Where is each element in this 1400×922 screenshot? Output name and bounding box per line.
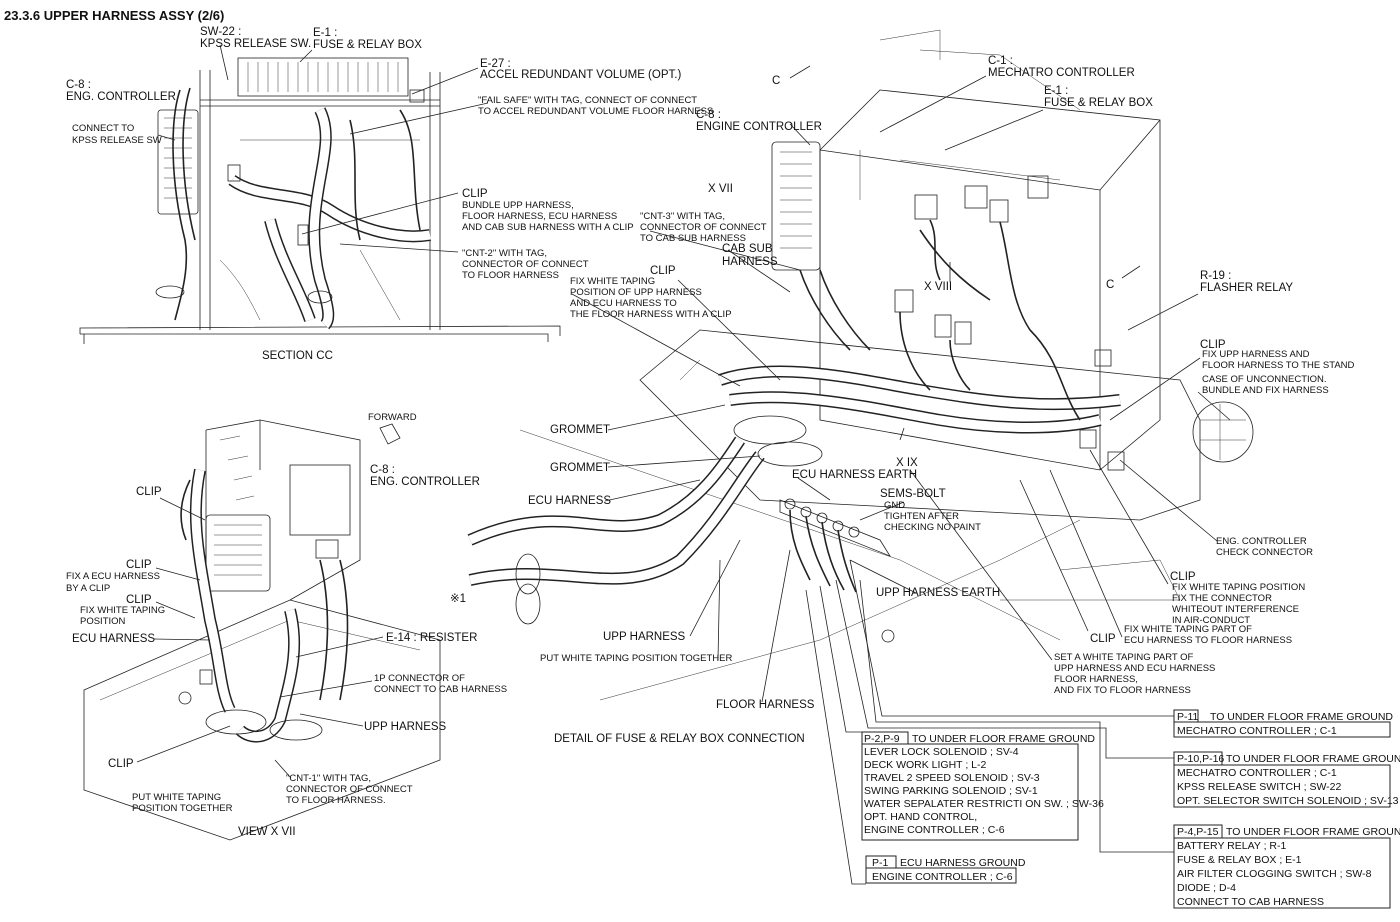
xvii-label-c8: C-8 :ENG. CONTROLLER <box>370 464 480 488</box>
xvii-label-clip-4: CLIP <box>108 758 134 770</box>
detail-label-r19: R-19 :FLASHER RELAY <box>1200 270 1293 294</box>
cc-label-fail-safe: "FAIL SAFE" WITH TAG, CONNECT OF CONNECT… <box>478 95 713 117</box>
ground-item: BATTERY RELAY ; R-1 <box>1177 840 1286 852</box>
ground-item: ENGINE CONTROLLER ; C-6 <box>872 871 1013 883</box>
view-mark-xix: X IX <box>896 457 918 469</box>
ground-heading: TO UNDER FLOOR FRAME GROUND <box>912 733 1095 745</box>
cc-label-c8: C-8 :ENG. CONTROLLER <box>66 79 176 103</box>
xvii-label-clip-2: CLIP <box>126 559 152 571</box>
detail-label-clip-1: CLIP <box>650 265 676 277</box>
ground-item: WATER SEPALATER RESTRICTI ON SW. ; SW-36 <box>864 798 1104 810</box>
ground-item: MECHATRO CONTROLLER ; C-1 <box>1177 767 1337 779</box>
ground-item: TRAVEL 2 SPEED SOLENOID ; SV-3 <box>864 772 1040 784</box>
xvii-label-clip-3: CLIP <box>126 594 152 606</box>
ground-item: LEVER LOCK SOLENOID ; SV-4 <box>864 746 1019 758</box>
xvii-label-e14: E-14 : RESISTER <box>386 632 477 644</box>
ground-item: AIR FILTER CLOGGING SWITCH ; SW-8 <box>1177 868 1372 880</box>
detail-label-put-white: PUT WHITE TAPING POSITION TOGETHER <box>540 653 732 664</box>
xvii-label-forward: FORWARD <box>368 412 417 423</box>
ground-item: OPT. HAND CONTROL, <box>864 811 977 823</box>
detail-view: C-1 :MECHATRO CONTROLLER E-1 :FUSE & REL… <box>450 29 1355 745</box>
detail-caption: DETAIL OF FUSE & RELAY BOX CONNECTION <box>554 733 805 745</box>
detail-label-c1: C-1 :MECHATRO CONTROLLER <box>988 55 1135 79</box>
xvii-label-clip-1: CLIP <box>136 486 162 498</box>
detail-label-floor-harness: FLOOR HARNESS <box>716 699 815 711</box>
cc-label-e27: E-27 :ACCEL REDUNDANT VOLUME (OPT.) <box>480 58 681 81</box>
view-xvii-caption: VIEW X VII <box>238 826 296 838</box>
ground-item: FUSE & RELAY BOX ; E-1 <box>1177 854 1302 866</box>
cc-label-clip: CLIP <box>462 188 488 200</box>
sheet-title: 23.3.6 UPPER HARNESS ASSY (2/6) <box>4 8 224 23</box>
detail-label-case: CASE OF UNCONNECTION.BUNDLE AND FIX HARN… <box>1202 374 1329 396</box>
view-mark-c-2: C <box>1106 279 1114 291</box>
detail-label-upp-earth: UPP HARNESS EARTH <box>876 587 1000 599</box>
ground-box-p1: P-1 ECU HARNESS GROUND ENGINE CONTROLLER… <box>865 855 1026 884</box>
detail-label-clip-3: CLIP <box>1170 571 1196 583</box>
ground-heading: TO UNDER FLOOR FRAME GROUND <box>1210 711 1393 723</box>
section-cc-caption: SECTION CC <box>262 350 333 362</box>
detail-label-clip-4: CLIP <box>1090 633 1116 645</box>
ground-tag: P-4,P-15 <box>1177 826 1219 838</box>
ground-heading: TO UNDER FLOOR FRAME GROUND <box>1226 826 1400 838</box>
view-xvii: FORWARD C-8 :ENG. CONTROLLER CLIP CLIP F… <box>66 412 507 841</box>
view-mark-c-1: C <box>772 75 780 87</box>
ground-item: MECHATRO CONTROLLER ; C-1 <box>1177 725 1337 737</box>
cc-label-e1: E-1 :FUSE & RELAY BOX <box>313 27 422 51</box>
detail-label-sems: SEMS-BOLT <box>880 488 946 500</box>
detail-label-ecu-harness: ECU HARNESS <box>528 495 611 507</box>
detail-label-grommet-2: GROMMET <box>550 462 610 474</box>
xvii-label-upp: UPP HARNESS <box>364 721 447 733</box>
ground-heading: ECU HARNESS GROUND <box>900 857 1026 869</box>
ground-item: ENGINE CONTROLLER ; C-6 <box>864 824 1005 836</box>
ground-box-p10-p16: P-10,P-16 TO UNDER FLOOR FRAME GROUND ME… <box>1173 751 1400 808</box>
detail-label-ecu-earth: ECU HARNESS EARTH <box>792 469 917 481</box>
ground-item: CONNECT TO CAB HARNESS <box>1177 896 1324 908</box>
ground-heading: TO UNDER FLOOR FRAME GROUND <box>1226 753 1400 765</box>
detail-label-grommet-1: GROMMET <box>550 424 610 436</box>
ground-item: DECK WORK LIGHT ; L-2 <box>864 759 986 771</box>
ground-tables: P-11 TO UNDER FLOOR FRAME GROUND MECHATR… <box>805 559 1400 909</box>
ground-item: KPSS RELEASE SWITCH ; SW-22 <box>1177 781 1342 793</box>
ground-tag: P-2,P-9 <box>864 733 900 745</box>
xvii-label-ecu-harness: ECU HARNESS <box>72 633 155 645</box>
cc-label-sw22: SW-22 :KPSS RELEASE SW. <box>200 26 311 50</box>
ground-box-p11: P-11 TO UNDER FLOOR FRAME GROUND MECHATR… <box>1173 709 1393 738</box>
cc-label-bundle: BUNDLE UPP HARNESS,FLOOR HARNESS, ECU HA… <box>462 200 634 233</box>
detail-label-c8: C-8 :ENGINE CONTROLLER <box>696 109 822 133</box>
ground-tag: P-10,P-16 <box>1177 753 1224 765</box>
detail-label-e1: E-1 :FUSE & RELAY BOX <box>1044 85 1153 109</box>
detail-label-upp-harness: UPP HARNESS <box>603 631 686 643</box>
view-mark-xviii: X VIII <box>924 281 952 293</box>
view-mark-xvii: X VII <box>708 183 733 195</box>
ground-item: SWING PARKING SOLENOID ; SV-1 <box>864 785 1038 797</box>
section-cc-view: SW-22 :KPSS RELEASE SW. E-1 :FUSE & RELA… <box>66 26 713 362</box>
ground-box-p2-p9: P-2,P-9 TO UNDER FLOOR FRAME GROUND LEVE… <box>861 731 1104 841</box>
view-mark-note1: ※1 <box>450 593 466 605</box>
ground-box-p4-p15: P-4,P-15 TO UNDER FLOOR FRAME GROUND BAT… <box>1173 824 1400 909</box>
detail-label-clip-2: CLIP <box>1200 339 1226 351</box>
ground-item: OPT. SELECTOR SWITCH SOLENOID ; SV-13 <box>1177 795 1399 807</box>
ground-item: DIODE ; D-4 <box>1177 882 1236 894</box>
ground-tag: P-1 <box>872 857 889 869</box>
ground-tag: P-11 <box>1177 711 1199 723</box>
